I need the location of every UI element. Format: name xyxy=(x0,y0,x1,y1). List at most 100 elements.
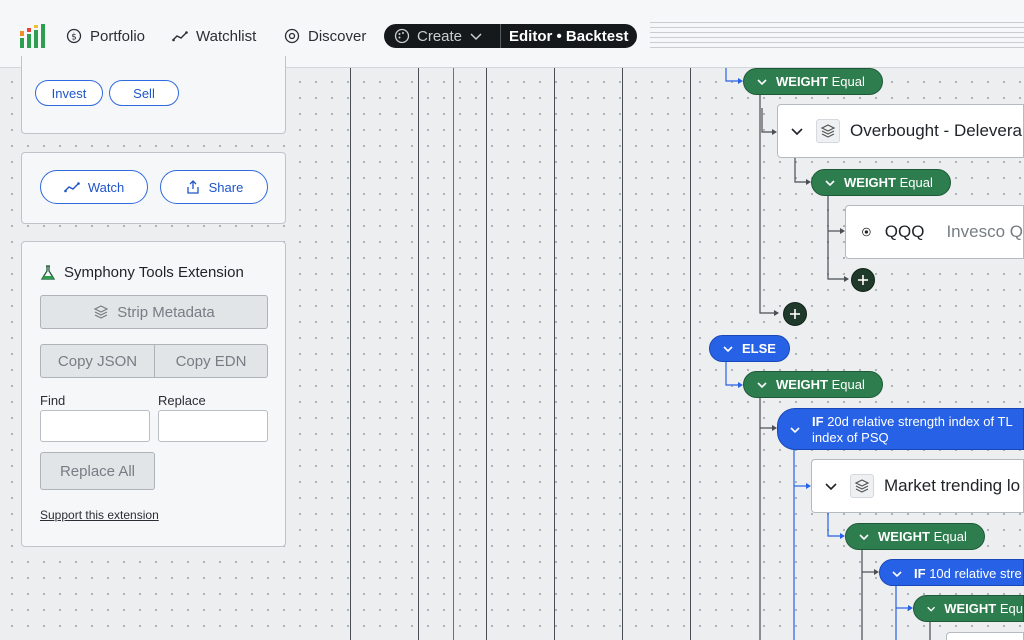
if-condition-text: 10d relative stre xyxy=(929,566,1022,581)
dollar-circle-icon: $ xyxy=(66,28,82,44)
canvas-line xyxy=(690,68,691,640)
palette-icon xyxy=(394,28,410,44)
group-node-market-trending[interactable]: Market trending lo xyxy=(811,459,1024,513)
chevron-down-icon xyxy=(757,381,767,388)
chevron-down-icon xyxy=(790,427,800,434)
share-label: Share xyxy=(208,179,244,195)
if-condition-line1: 20d relative strength index of TL xyxy=(827,414,1013,429)
weight-value: Equ xyxy=(999,601,1023,616)
asset-ticker: QQQ xyxy=(884,222,925,241)
if-condition-block[interactable]: IF 10d relative stre xyxy=(879,559,1024,586)
watch-button[interactable]: Watch xyxy=(40,170,148,204)
canvas-line xyxy=(418,68,419,640)
chevron-down-icon xyxy=(859,533,869,540)
create-dropdown[interactable]: Create xyxy=(384,24,502,48)
group-name: Market trending lo xyxy=(884,476,1021,495)
share-button[interactable]: Share xyxy=(160,170,268,204)
layers-icon xyxy=(816,119,840,143)
nav-discover-label: Discover xyxy=(308,27,367,45)
canvas-line xyxy=(453,68,454,640)
trend-line-icon xyxy=(64,182,80,193)
weight-equal-pill[interactable]: WEIGHT Equ xyxy=(913,595,1024,622)
find-label: Find xyxy=(40,393,66,408)
invest-label: Invest xyxy=(51,85,87,101)
weight-value: Equal xyxy=(831,74,865,89)
replace-input[interactable] xyxy=(158,410,268,442)
radio-target-icon xyxy=(862,227,871,237)
weight-equal-pill[interactable]: WEIGHT Equal xyxy=(845,523,985,550)
editor-backtest-tab[interactable]: Editor • Backtest xyxy=(501,24,637,48)
copy-edn-button[interactable]: Copy EDN xyxy=(154,344,268,378)
weight-value: Equal xyxy=(831,377,865,392)
chevron-down-icon xyxy=(892,571,902,578)
asset-name: Invesco Q xyxy=(946,222,1023,241)
nav-discover[interactable]: Discover xyxy=(284,24,366,48)
weight-keyword: WEIGHT xyxy=(944,601,997,616)
extension-title: Symphony Tools Extension xyxy=(40,264,244,281)
watch-label: Watch xyxy=(87,179,125,195)
asset-node-qqq[interactable]: QQQ Invesco Q xyxy=(845,205,1024,259)
if-condition-block[interactable]: IF 20d relative strength index of TL ind… xyxy=(777,408,1024,450)
header-pattern xyxy=(650,22,1024,48)
trend-line-icon xyxy=(172,31,188,42)
replace-all-label: Replace All xyxy=(59,462,136,480)
group-node-partial[interactable] xyxy=(946,632,1024,640)
if-keyword: IF xyxy=(914,566,926,581)
create-label: Create xyxy=(417,27,463,45)
canvas-line xyxy=(350,68,351,640)
extension-title-label: Symphony Tools Extension xyxy=(64,264,244,281)
weight-keyword: WEIGHT xyxy=(776,377,828,392)
extension-card: Symphony Tools Extension Strip Metadata … xyxy=(21,241,286,547)
find-input[interactable] xyxy=(40,410,150,442)
trade-actions-card: Invest Sell xyxy=(21,56,286,134)
else-label: ELSE xyxy=(742,341,776,356)
nav-separator xyxy=(500,24,501,48)
plus-icon xyxy=(858,275,868,285)
replace-all-button[interactable]: Replace All xyxy=(40,452,155,490)
weight-keyword: WEIGHT xyxy=(844,175,896,190)
app-logo-icon[interactable] xyxy=(20,24,46,48)
strip-metadata-label: Strip Metadata xyxy=(117,303,215,321)
layers-icon xyxy=(850,474,874,498)
group-name: Overbought - Delevera xyxy=(850,121,1022,140)
canvas-line xyxy=(554,68,555,640)
invest-button[interactable]: Invest xyxy=(35,80,103,106)
chevron-down-icon xyxy=(927,606,936,612)
if-keyword: IF xyxy=(812,414,824,429)
canvas-line xyxy=(622,68,623,640)
add-node-button[interactable] xyxy=(783,302,807,326)
compass-icon xyxy=(284,28,300,44)
nav-portfolio[interactable]: $ Portfolio xyxy=(66,24,145,48)
nav-watchlist[interactable]: Watchlist xyxy=(172,24,256,48)
strip-metadata-button[interactable]: Strip Metadata xyxy=(40,295,268,329)
weight-keyword: WEIGHT xyxy=(776,74,828,89)
sell-button[interactable]: Sell xyxy=(109,80,179,106)
share-icon xyxy=(186,180,199,194)
sell-label: Sell xyxy=(133,85,155,101)
weight-keyword: WEIGHT xyxy=(878,529,930,544)
weight-equal-pill[interactable]: WEIGHT Equal xyxy=(743,68,883,95)
plus-icon xyxy=(790,309,800,319)
weight-value: Equal xyxy=(899,175,933,190)
nav-watchlist-label: Watchlist xyxy=(196,27,257,45)
else-pill[interactable]: ELSE xyxy=(709,335,790,362)
weight-value: Equal xyxy=(933,529,967,544)
editor-backtest-label: Editor • Backtest xyxy=(509,27,629,45)
weight-equal-pill[interactable]: WEIGHT Equal xyxy=(811,169,951,196)
support-extension-link[interactable]: Support this extension xyxy=(40,508,159,522)
replace-label: Replace xyxy=(158,393,206,408)
copy-json-label: Copy JSON xyxy=(57,352,138,370)
watch-share-card: Watch Share xyxy=(21,152,286,224)
copy-json-button[interactable]: Copy JSON xyxy=(40,344,155,378)
chevron-down-icon xyxy=(825,179,835,186)
group-node-overbought[interactable]: Overbought - Delevera xyxy=(777,104,1024,158)
svg-text:$: $ xyxy=(71,33,77,43)
chevron-down-icon xyxy=(470,33,482,41)
add-node-button[interactable] xyxy=(851,268,875,292)
chevron-down-icon[interactable] xyxy=(824,479,838,493)
weight-equal-pill[interactable]: WEIGHT Equal xyxy=(743,371,883,398)
nav-portfolio-label: Portfolio xyxy=(90,27,146,45)
chevron-down-icon[interactable] xyxy=(790,124,804,138)
canvas-line xyxy=(486,68,487,640)
layers-icon xyxy=(93,305,109,319)
